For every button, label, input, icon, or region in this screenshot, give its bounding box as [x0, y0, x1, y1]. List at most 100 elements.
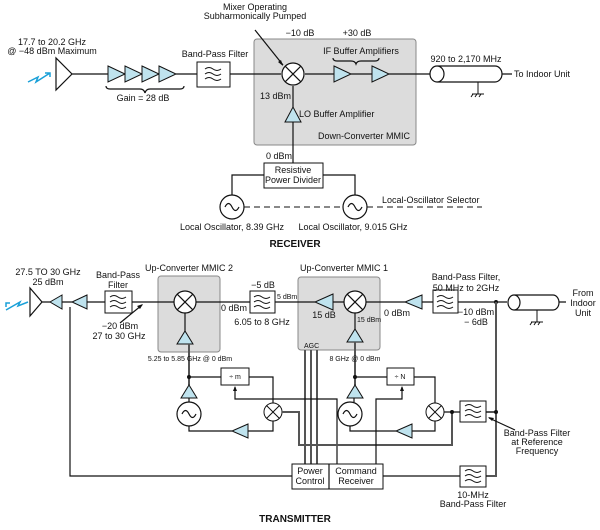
vco-icon	[176, 401, 202, 427]
mid-freq-label: 6.05 to 8 GHz	[234, 317, 290, 327]
receiver-title: RECEIVER	[269, 239, 321, 250]
lo1-label: Local Oscillator, 8.39 GHz	[180, 222, 285, 232]
if-bpf-label: 50 MHz to 2GHz	[433, 283, 500, 293]
driver-amplifier-icon	[70, 294, 88, 310]
mixer-loss-label: −10 dB	[286, 28, 315, 38]
arrowhead-icon	[488, 417, 494, 421]
mixer-note-label: Mixer Operating	[223, 2, 287, 12]
to-indoor-unit-label: To Indoor Unit	[514, 69, 571, 79]
ref-bpf-label: Band-Pass Filter	[504, 428, 571, 438]
gain-amplifier-icon	[313, 293, 334, 311]
in-loss-label: − 6dB	[464, 317, 488, 327]
transmitter-title: TRANSMITTER	[259, 514, 331, 525]
divider-label: Resistive	[275, 165, 312, 175]
arrowhead-icon	[233, 386, 237, 391]
outgoing-signal-icon	[5, 300, 29, 311]
if-amplifier-icon	[371, 65, 391, 83]
input-level-label: @ −48 dBm Maximum	[7, 46, 96, 56]
mmic1-gain-label: 15 dB	[312, 310, 336, 320]
mid-level-label: 0 dBm	[221, 303, 247, 313]
transmitter-section: 27.5 TO 30 GHz 25 dBm Band-Pass Filter −…	[5, 263, 596, 525]
pll-loop-m	[176, 367, 453, 464]
command-receiver-label: Receiver	[338, 476, 374, 486]
ref-bpf-label: at Reference	[511, 437, 563, 447]
transmit-antenna-icon	[29, 286, 43, 318]
amplifier-icon	[141, 65, 161, 83]
if-gain-label: +30 dB	[343, 28, 372, 38]
gain-label: Gain = 28 dB	[117, 93, 170, 103]
lo-amplifier-icon	[176, 330, 194, 345]
from-indoor-label: Unit	[575, 308, 592, 318]
phase-detector-icon	[425, 402, 445, 422]
output-freq-label: 920 to 2,170 MHz	[430, 54, 502, 64]
mmic1-lo-label: 8 GHz @ 0 dBm	[329, 356, 380, 363]
down-converter-label: Down-Converter MMIC	[318, 131, 411, 141]
tx-power-label: 25 dBm	[32, 277, 63, 287]
from-indoor-label: From	[573, 288, 594, 298]
junction-dot	[187, 375, 191, 379]
divider-lines	[231, 174, 356, 195]
pll-loop-n	[337, 367, 498, 464]
mixer-note-arrow	[254, 29, 284, 66]
tx-freq-label: 27.5 TO 30 GHz	[15, 267, 81, 277]
command-line-n	[375, 387, 403, 464]
tx-bpf-freq-label: 27 to 30 GHz	[92, 331, 146, 341]
agc-label: AGC	[304, 343, 319, 350]
lo-selector-label: Local-Oscillator Selector	[382, 195, 480, 205]
mmic2-lo-label: 5.25 to 5.85 GHz @ 0 dBm	[148, 356, 232, 363]
divide-by-m-box	[220, 367, 250, 386]
mixer-icon	[343, 290, 367, 314]
power-control-line	[69, 307, 292, 477]
ref-filter-arrow	[488, 417, 516, 431]
power-amplifier-icon	[49, 294, 63, 310]
rx-bpf-label: Band-Pass Filter	[182, 49, 249, 59]
up-converter-mmic-1-box	[297, 276, 381, 351]
if-amplifier-icon	[403, 294, 423, 310]
lo-amp-label: LO Buffer Amplifier	[299, 109, 374, 119]
amplifier-icon	[107, 65, 127, 83]
mixer-icon	[281, 62, 305, 86]
coax-output-icon	[429, 65, 512, 98]
if-amps-label: IF Buffer Amplifiers	[323, 46, 399, 56]
lo-level-label: 13 dBm	[260, 91, 291, 101]
junction-dot	[494, 410, 498, 414]
lo-buffer-amplifier-icon	[284, 105, 302, 123]
tx-bpf-label: Filter	[108, 280, 128, 290]
mid-loss-label: −5 dB	[251, 280, 275, 290]
agc-lines	[304, 350, 318, 464]
div-n-label: ÷ N	[395, 374, 406, 381]
div-m-label: ÷ m	[229, 374, 241, 381]
reference-line	[486, 302, 497, 477]
phase-detector-icon	[263, 402, 283, 422]
divider-label: Power Divider	[265, 175, 321, 185]
arrowhead-icon	[400, 386, 404, 391]
divider-level-label: 0 dBm	[266, 151, 292, 161]
in-level-label: −10 dBm	[458, 307, 494, 317]
arrowhead-icon	[137, 304, 143, 309]
command-receiver-lines	[328, 464, 460, 489]
loop-amplifier-icon	[230, 423, 249, 439]
incoming-signal-icon	[27, 72, 51, 84]
junction-dot	[353, 375, 357, 379]
input-freq-label: 17.7 to 20.2 GHz	[18, 37, 87, 47]
if-bpf-label: Band-Pass Filter,	[432, 272, 501, 282]
coax-input-icon	[507, 294, 566, 326]
mmic1-label: Up-Converter MMIC 1	[300, 263, 388, 273]
local-oscillator-icon	[219, 194, 245, 220]
loop-amplifier-icon	[394, 423, 413, 439]
if-amplifier-icon	[333, 65, 353, 83]
if-band-pass-filter	[432, 289, 459, 314]
mmic1-lo-level-label: 15 dBm	[357, 317, 381, 324]
tx-bpf-level-label: −20 dBm	[102, 321, 138, 331]
gain-brace	[105, 85, 185, 94]
mid-out-label: 5 dBm	[277, 294, 297, 301]
tx-bpf-label: Band-Pass	[96, 270, 141, 280]
amplifier-icon	[124, 65, 144, 83]
divide-by-n-box	[386, 367, 415, 386]
ten-mhz-bpf-label: Band-Pass Filter	[440, 499, 507, 509]
arrowhead-icon	[278, 60, 283, 66]
lo2-label: Local Oscillator, 9.015 GHz	[298, 222, 408, 232]
mixer-icon	[173, 290, 197, 314]
mixer-note-label: Subharmonically Pumped	[204, 11, 307, 21]
